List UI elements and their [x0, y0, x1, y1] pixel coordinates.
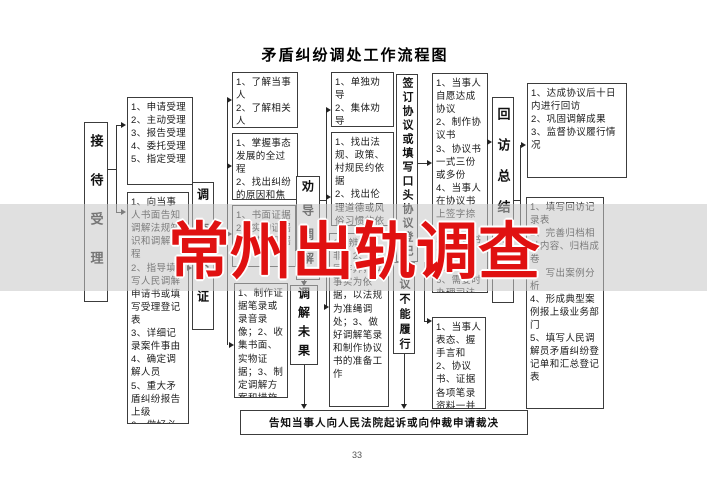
arrow-icon	[487, 139, 492, 145]
connector	[320, 200, 326, 201]
arrow-icon	[401, 404, 407, 409]
connector	[424, 321, 428, 322]
watermark-band	[0, 204, 707, 291]
connector	[404, 354, 405, 406]
arrow-icon	[227, 97, 232, 103]
arrow-icon	[301, 404, 307, 409]
page-number: 33	[351, 450, 362, 460]
watermark-text: 常州出轨调查	[168, 218, 541, 287]
investigation-targets-box: 1、了解当事人 2、了解相关人 3、了解知情人 4、现场考察	[232, 72, 298, 128]
connector	[304, 365, 305, 406]
stage-mediation-failed: 调解未果	[290, 285, 318, 365]
arrow-icon	[521, 142, 526, 148]
connector	[108, 169, 116, 170]
arrow-icon	[326, 107, 331, 113]
stage-mediation-failed-label: 调解未果	[296, 287, 311, 363]
page-title: 矛盾纠纷调处工作流程图	[261, 48, 449, 64]
connector	[424, 262, 425, 321]
investigation-goals-box: 1、掌握事态发展的全过程 2、找出纠纷的原因和焦点	[232, 133, 298, 200]
arrow-icon	[324, 304, 329, 310]
arrow-icon	[121, 122, 126, 128]
arrow-icon	[326, 194, 331, 200]
followup-actions-box: 1、达成协议后十日内进行回访 2、巩固调解成果 3、监督协议履行情况	[527, 83, 627, 178]
arrow-icon	[427, 160, 432, 166]
arrow-icon	[227, 163, 232, 169]
connector	[418, 163, 428, 164]
persuasion-modes-box: 1、单独劝导 2、集体劝导	[331, 72, 394, 127]
evidence-steps-box: 1、制作证据笔录或录音录像；2、收集书面、实物证据；3、制定调解方案和措施	[234, 283, 288, 398]
connector	[116, 125, 122, 126]
connector	[514, 200, 520, 201]
reception-types-box: 1、申请受理 2、主动受理 3、报告受理 4、委托受理 5、指定受理	[127, 97, 193, 185]
settlement-box: 1、当事人表态、握手言和 2、协议书、证据各项笔录资料一并存档	[432, 317, 486, 409]
litigation-notice-bar: 告知当事人向人民法院起诉或向仲裁申请裁决	[240, 410, 528, 435]
arrow-icon	[229, 342, 234, 348]
arrow-icon	[427, 318, 432, 324]
connector	[116, 125, 117, 213]
